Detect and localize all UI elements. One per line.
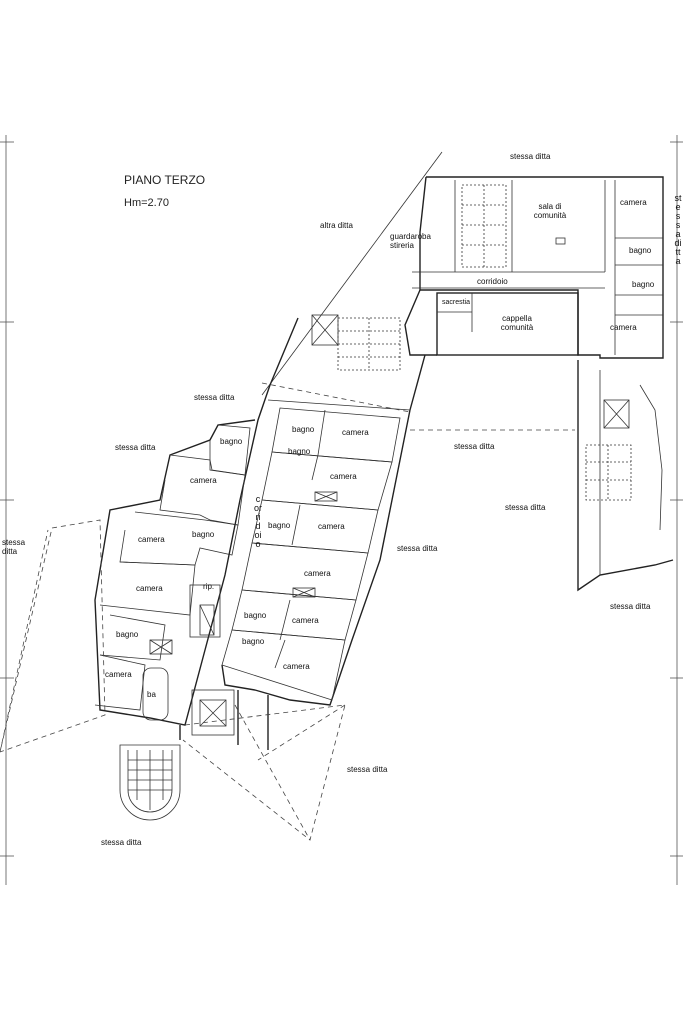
room-label-camera-l2: camera	[138, 535, 165, 544]
room-label-camera-r1: camera	[342, 428, 369, 437]
room-label-bagno-tr2: bagno	[632, 280, 655, 289]
room-label-sala: sala di comunità	[533, 202, 567, 220]
room-label-bagno-r1: bagno	[292, 425, 315, 434]
spiral-staircase	[119, 744, 181, 821]
floor-title: PIANO TERZO	[124, 173, 206, 187]
room-label-bagno-r6: bagno	[242, 637, 265, 646]
room-label-ba: ba	[147, 690, 156, 699]
roof-outline-bottom	[182, 704, 346, 841]
room-label-camera-r4: camera	[304, 569, 331, 578]
stair-grid-mid	[337, 317, 401, 371]
room-label-camera-tr: camera	[620, 198, 647, 207]
neighbor-label-far-right: stessa ditta	[610, 602, 651, 611]
room-label-bagno-l1: bagno	[220, 437, 243, 446]
room-label-bagno-r2: bagno	[288, 447, 311, 456]
cappella-block	[436, 292, 579, 356]
neighbor-label-right-lower: stessa ditta	[397, 544, 438, 553]
room-label-corridoio-top: corridoio	[477, 277, 508, 286]
height-note: Hm=2.70	[124, 197, 169, 209]
room-label-camera-r2: camera	[330, 472, 357, 481]
neighbor-label-corridor-left: stessa ditta	[194, 393, 235, 402]
room-label-camera-r6: camera	[283, 662, 310, 671]
right-annex-outline	[577, 360, 674, 592]
room-label-bagno-r5: bagno	[244, 611, 267, 620]
room-label-camera-r5: camera	[292, 616, 319, 625]
neighbor-label-top-left: altra ditta	[320, 221, 353, 230]
stair-grid-top	[461, 184, 507, 268]
room-label-camera-l3: camera	[136, 584, 163, 593]
room-label-bagno-l3: bagno	[116, 630, 139, 639]
room-label-camera-r3: camera	[318, 522, 345, 531]
neighbor-label-bottom-right: stessa ditta	[347, 765, 388, 774]
lower-stair-block	[191, 689, 235, 736]
neighbor-label-right-area: stessa ditta	[505, 503, 546, 512]
site-boundary-line	[261, 151, 443, 396]
top-block-outline	[419, 176, 664, 359]
room-label-camera-l1: camera	[190, 476, 217, 485]
room-label-guardaroba: guardaroba stireria	[390, 232, 431, 250]
neighbor-label-left-wing: stessa ditta	[115, 443, 156, 452]
main-wing-outline	[94, 317, 299, 726]
neighbor-label-right-vertical: stessa ditta	[674, 193, 682, 266]
roof-outline-left	[0, 519, 106, 753]
neighbor-label-mid-right: stessa ditta	[454, 442, 495, 451]
neighbor-label-top: stessa ditta	[510, 152, 551, 161]
neighbor-label-left-edge: stessa ditta	[2, 538, 26, 556]
room-label-rip: rip.	[203, 582, 215, 591]
neighbor-label-bottom-left: stessa ditta	[101, 838, 142, 847]
room-label-corridoio-vertical: corridoio	[254, 494, 263, 549]
room-label-bagno-r3: bagno	[268, 521, 291, 530]
room-label-bagno-tr1: bagno	[629, 246, 652, 255]
room-label-camera-l4: camera	[105, 670, 132, 679]
room-label-sacrestia: sacrestia	[442, 299, 471, 306]
stair-grid-right	[585, 399, 632, 501]
room-label-bagno-l2: bagno	[192, 530, 215, 539]
room-label-camera-tr2: camera	[610, 323, 637, 332]
room-label-cappella: cappella comunità	[500, 314, 534, 332]
